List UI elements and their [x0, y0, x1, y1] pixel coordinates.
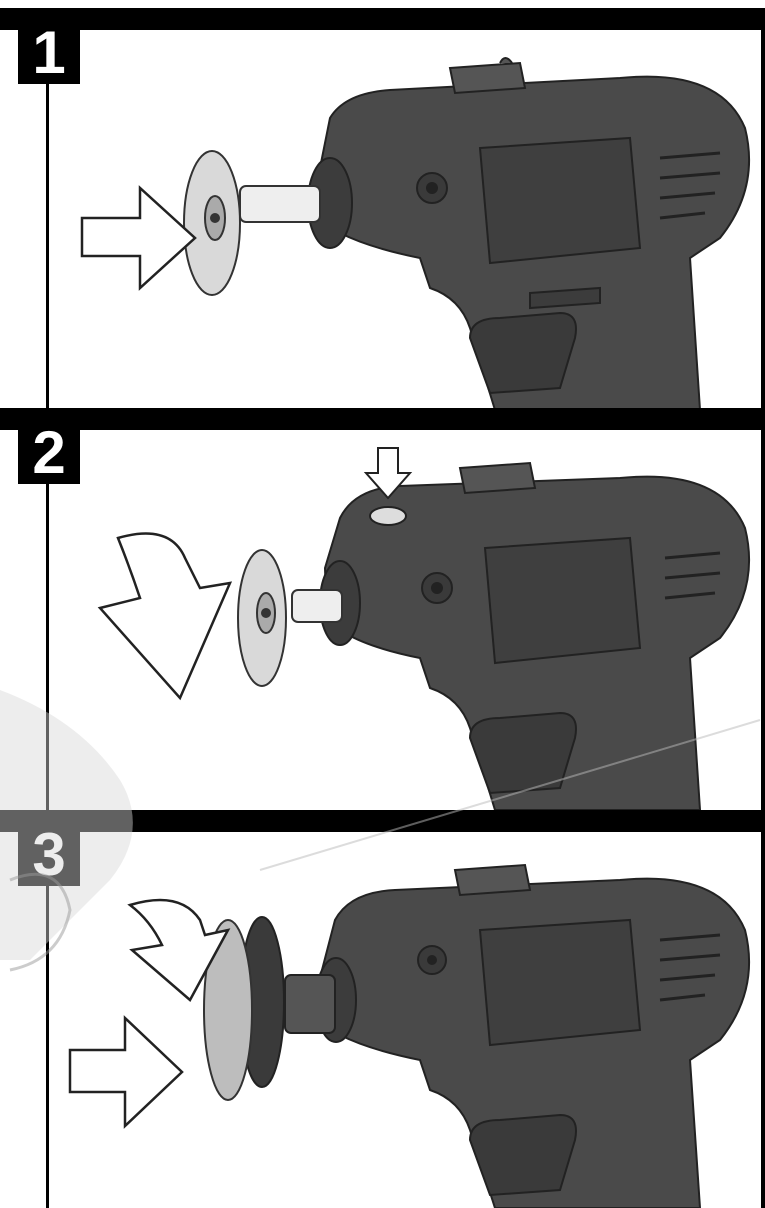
step-panel-3: 3 — [0, 810, 765, 1208]
rotate-arrow-icon — [100, 534, 230, 699]
step-panel-2: 2 — [0, 408, 765, 810]
polishing-pad-icon — [184, 151, 320, 295]
step-1-illustration — [0, 8, 765, 410]
arrow-right-icon — [82, 188, 195, 288]
arrow-right-icon — [70, 1018, 182, 1126]
step-panel-1: 1 — [0, 8, 765, 410]
step-2-illustration — [0, 408, 765, 810]
backing-pad-icon — [240, 917, 335, 1087]
drill-icon — [308, 58, 749, 410]
step-3-illustration — [0, 810, 765, 1208]
drill-icon — [320, 463, 749, 810]
drill-icon — [316, 865, 749, 1208]
